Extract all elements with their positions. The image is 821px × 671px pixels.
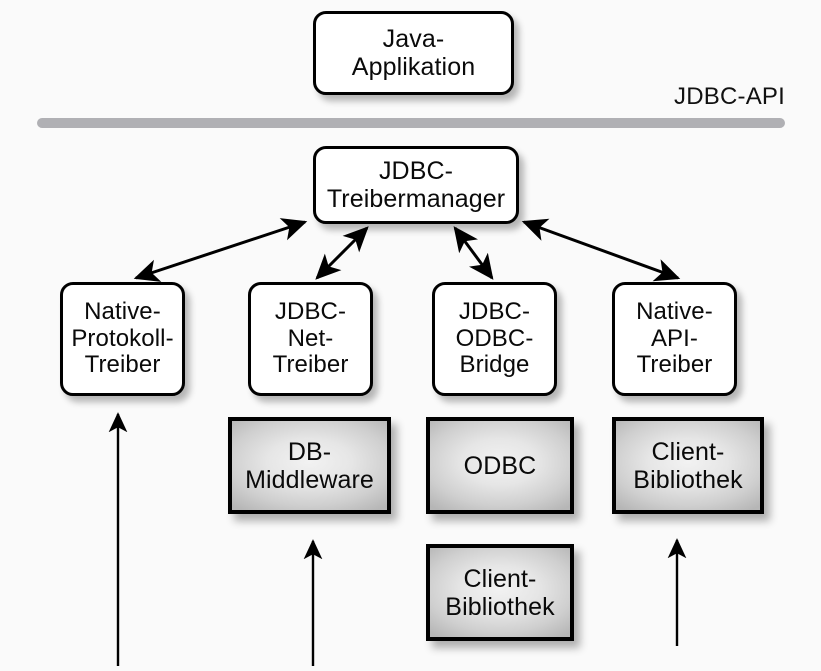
arrow-manager-to-native-api-driver — [521, 218, 681, 282]
jdbc-api-divider-line — [37, 118, 785, 128]
node-java-application: Java- Applikation — [313, 11, 514, 95]
arrow-manager-to-native-protocol-driver — [133, 218, 308, 282]
arrow-manager-to-jdbc-odbc-bridge — [453, 226, 494, 280]
arrow-manager-to-jdbc-net-driver — [315, 226, 369, 280]
node-db-middleware: DB- Middleware — [228, 417, 391, 514]
jdbc-api-label: JDBC-API — [674, 83, 785, 110]
node-driver-manager: JDBC- Treibermanager — [313, 146, 519, 224]
node-odbc: ODBC — [426, 417, 574, 514]
node-jdbc-odbc-bridge: JDBC- ODBC- Bridge — [432, 282, 557, 396]
node-client-library-center: Client- Bibliothek — [426, 544, 574, 641]
node-jdbc-net-driver: JDBC- Net- Treiber — [248, 282, 373, 396]
node-client-library-right: Client- Bibliothek — [612, 417, 764, 514]
node-native-api-driver: Native- API- Treiber — [612, 282, 737, 396]
node-native-protocol-driver: Native- Protokoll- Treiber — [60, 282, 185, 396]
